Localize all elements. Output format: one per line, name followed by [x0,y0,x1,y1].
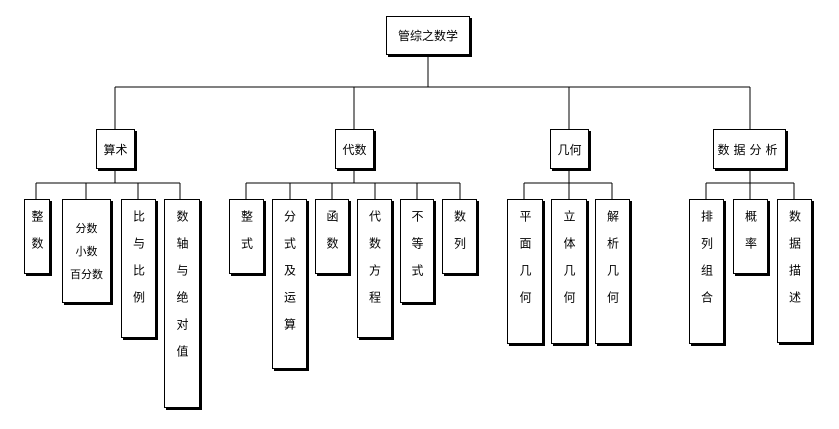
leaf-probability: 概率 [733,199,768,274]
leaf-permutation-combination: 排列组合 [689,199,724,344]
leaf-inequality: 不等式 [400,199,434,303]
leaf-fractions-decimals-percent: 分数 小数 百分数 [62,199,111,303]
leaf-integers: 整数 [24,199,50,274]
leaf-line-fraction: 分数 [75,221,98,235]
leaf-ratio-proportion: 比与比例 [121,199,156,338]
leaf-polynomial: 整式 [229,199,264,274]
leaf-sequence: 数列 [442,199,477,274]
leaf-analytic-geometry: 解析几何 [595,199,630,344]
leaf-number-line-absolute-value: 数轴与绝对值 [164,199,200,408]
leaf-function: 函数 [315,199,349,274]
leaf-plane-geometry: 平面几何 [507,199,543,344]
leaf-fractional-expression: 分式及运算 [272,199,307,369]
leaf-data-description: 数据描述 [777,199,812,343]
branch-geometry: 几何 [550,129,589,169]
leaf-solid-geometry: 立体几何 [551,199,587,344]
leaf-algebraic-equation: 代数方程 [357,199,392,338]
root-node: 管综之数学 [386,16,470,55]
leaf-line-decimal: 小数 [75,244,98,258]
leaf-line-percent: 百分数 [70,267,103,281]
branch-data-analysis: 数据分析 [713,129,786,169]
branch-arithmetic: 算术 [96,129,135,169]
branch-algebra: 代数 [335,129,374,169]
